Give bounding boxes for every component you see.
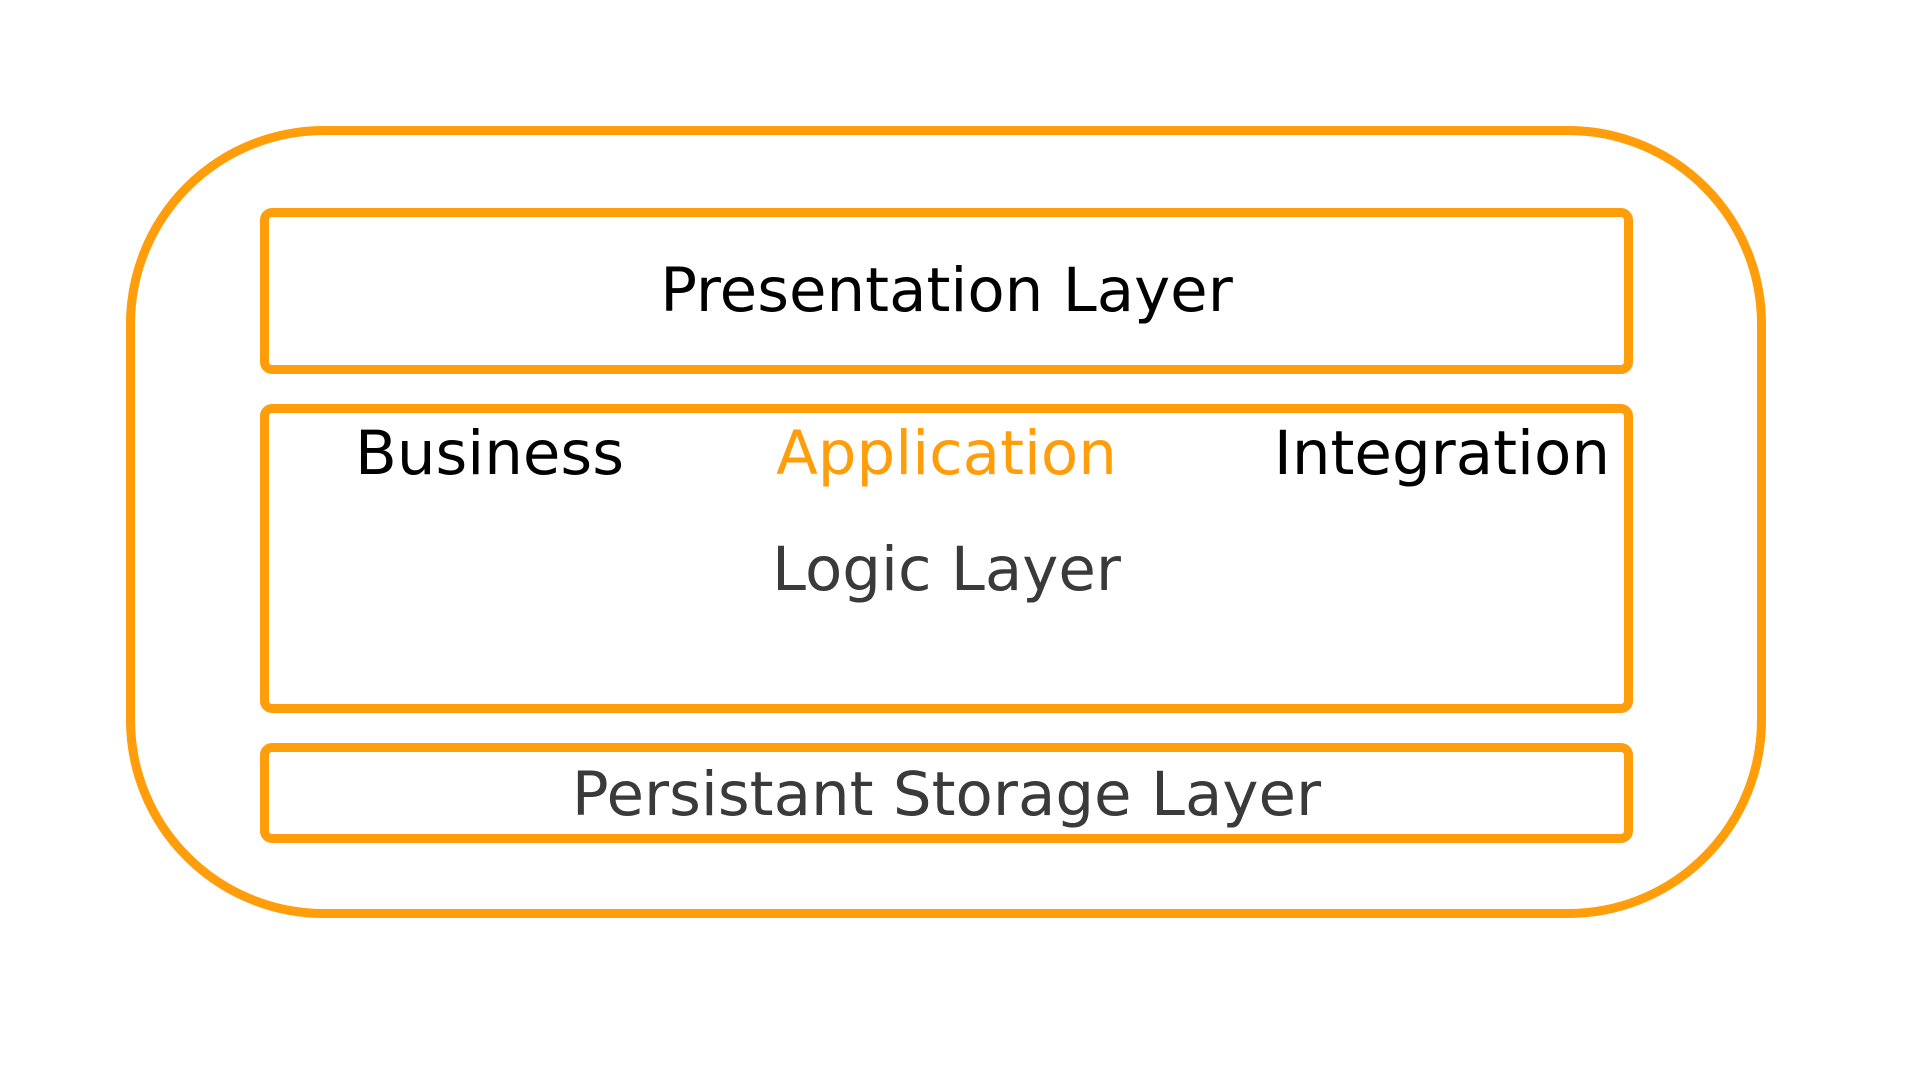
business-label: Business	[355, 418, 624, 489]
application-label: Application	[776, 418, 1117, 489]
logic-layer-title: Logic Layer	[772, 534, 1121, 605]
presentation-layer-title: Presentation Layer	[660, 255, 1233, 326]
storage-layer-box: Persistant Storage Layer	[260, 743, 1633, 843]
presentation-layer-box: Presentation Layer	[260, 208, 1633, 374]
logic-layer-box: Business Application Integration Logic L…	[260, 404, 1633, 713]
storage-layer-title: Persistant Storage Layer	[571, 759, 1322, 830]
application-boundary	[126, 126, 1766, 918]
integration-label: Integration	[1273, 418, 1610, 489]
